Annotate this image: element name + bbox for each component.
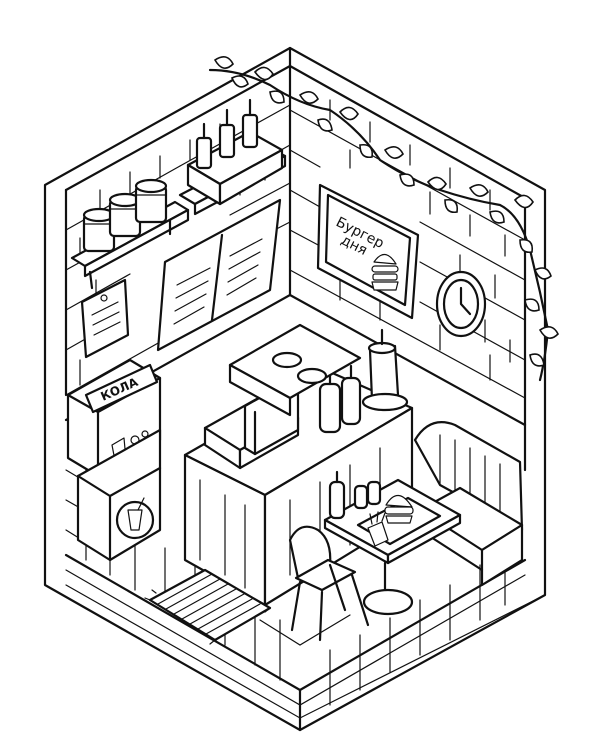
burger-icon: [371, 253, 399, 291]
fries-icon: [367, 511, 389, 547]
hanging-vines: [208, 56, 559, 382]
floor-tiles: [65, 409, 546, 719]
chair: [288, 525, 370, 642]
jar-shelf: [70, 178, 190, 290]
floor-rug: [144, 568, 272, 645]
clock-icon: [435, 270, 487, 338]
jar-1: [82, 207, 116, 253]
burger-food-icon: [384, 494, 414, 524]
upper-shelf: [178, 98, 287, 216]
wall-note: [80, 278, 130, 359]
cola-machine: КОЛА: [66, 358, 162, 562]
grill-station: [228, 323, 362, 417]
cola-cup-icon: [115, 497, 155, 540]
booth-seat: [413, 421, 524, 587]
dining-table: [323, 470, 462, 616]
burger-of-the-day-poster: Бургер дня: [316, 183, 420, 320]
menu-board: [156, 198, 282, 352]
jar-3: [134, 178, 168, 224]
sauce-bottles-top: [195, 98, 259, 170]
shawarma-spit: [361, 328, 409, 412]
